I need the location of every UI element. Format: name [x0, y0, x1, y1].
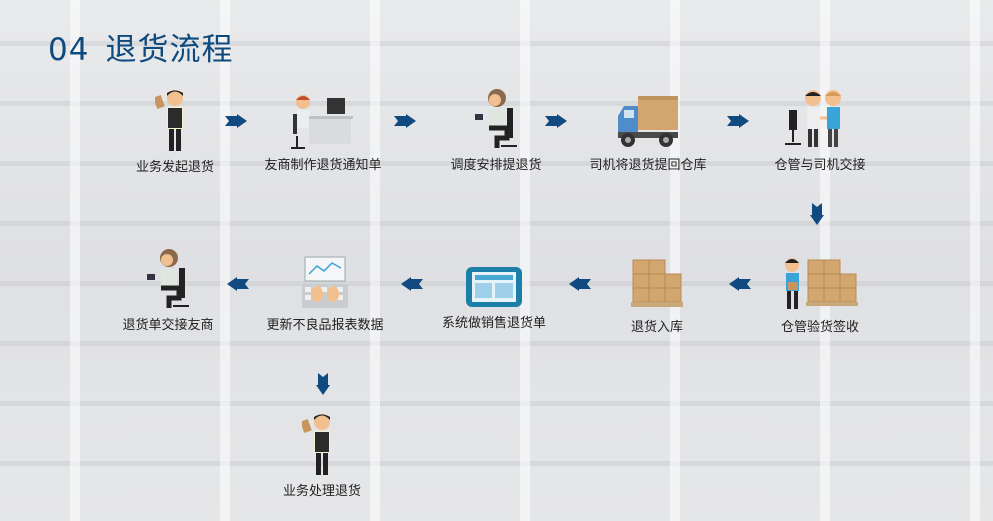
- section-title: 退货流程: [105, 32, 234, 68]
- step-3: 调度安排提退货: [416, 88, 576, 173]
- handshake-icon: [785, 90, 841, 147]
- step-label: 退货单交接友商: [122, 318, 214, 333]
- step-label: 业务处理退货: [282, 484, 361, 499]
- tablet-icon: [466, 267, 522, 307]
- keyboard-chart-icon: [302, 256, 348, 308]
- arrow-right-icon: [225, 114, 247, 128]
- step-8: 系统做销售退货单: [414, 266, 574, 331]
- step-9: 更新不良品报表数据: [245, 256, 405, 333]
- step-label: 业务发起退货: [135, 160, 214, 175]
- step-label: 仓管验货签收: [780, 320, 859, 335]
- arrow-right-icon: [394, 114, 416, 128]
- step-1: 业务发起退货: [95, 88, 255, 175]
- arrow-down-icon: [316, 373, 330, 395]
- arrow-left-icon: [729, 277, 751, 291]
- arrow-left-icon: [401, 277, 423, 291]
- arrow-right-icon: [545, 114, 567, 128]
- dispatcher-icon: [475, 89, 517, 148]
- dispatcher-icon: [147, 249, 189, 308]
- step-label: 调度安排提退货: [450, 158, 542, 173]
- step-7: 退货入库: [577, 258, 737, 335]
- step-6: 仓管验货签收: [740, 256, 900, 335]
- step-2: 友商制作退货通知单: [243, 92, 403, 173]
- step-label: 退货入库: [630, 320, 683, 335]
- step-5: 仓管与司机交接: [740, 88, 900, 173]
- step-4: 司机将退货提回仓库: [568, 94, 728, 173]
- arrow-down-icon: [810, 203, 824, 225]
- warehouse-keeper-boxes-icon: [785, 258, 858, 309]
- step-label: 更新不良品报表数据: [266, 318, 384, 333]
- pallet-boxes-icon: [631, 259, 683, 307]
- truck-icon: [618, 96, 678, 147]
- step-label: 仓管与司机交接: [774, 158, 866, 173]
- step-label: 系统做销售退货单: [441, 316, 546, 331]
- step-11: 业务处理退货: [242, 412, 402, 499]
- arrow-left-icon: [227, 277, 249, 291]
- office-worker-desk-icon: [291, 95, 353, 149]
- step-10: 退货单交接友商: [88, 248, 248, 333]
- arrow-left-icon: [569, 277, 591, 291]
- step-label: 友商制作退货通知单: [264, 158, 382, 173]
- section-number: 04: [48, 32, 90, 68]
- businessman-icon: [302, 414, 330, 475]
- step-label: 司机将退货提回仓库: [589, 158, 707, 173]
- businessman-icon: [155, 90, 183, 151]
- arrow-right-icon: [727, 114, 749, 128]
- page-title: 04 退货流程: [48, 24, 233, 69]
